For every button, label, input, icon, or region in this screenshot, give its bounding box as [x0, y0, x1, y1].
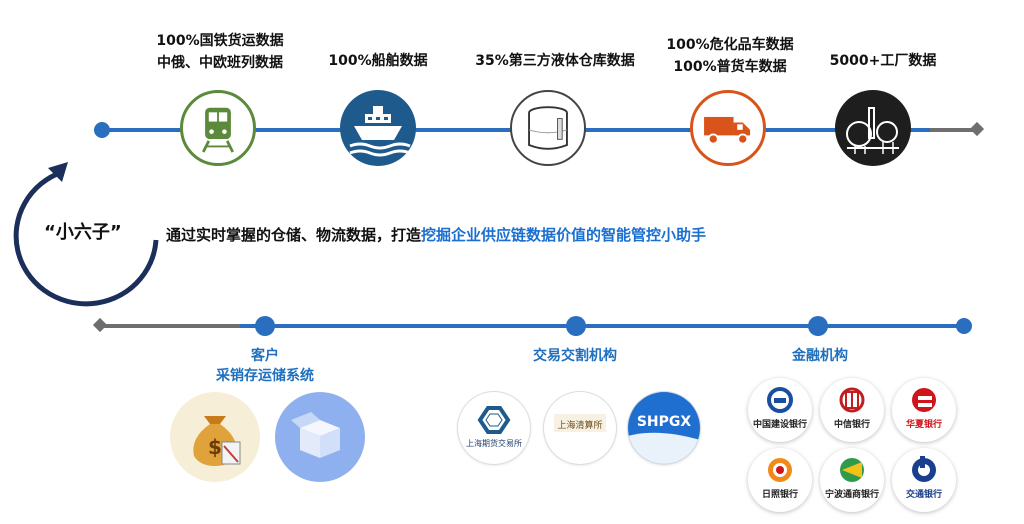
shclearing-logo: 上海清算所	[544, 392, 616, 464]
customer-subtitle: 采销存运储系统	[216, 368, 314, 384]
huaxia-icon: 华夏银行	[892, 378, 956, 442]
truck-icon	[690, 90, 766, 166]
top-label-tank: 35%第三方液体仓库数据	[460, 50, 650, 72]
bottom-end-dot	[956, 318, 972, 334]
top-line-gray	[930, 128, 975, 132]
bottom-node-customer	[255, 316, 275, 336]
truck-line-2: 100%普货车数据	[673, 59, 787, 75]
top-label-ship: 100%船舶数据	[318, 50, 438, 72]
top-start-dot	[94, 122, 110, 138]
train-icon	[180, 90, 256, 166]
slogan-highlight: 挖掘企业供应链数据价值的智能管控小助手	[421, 226, 707, 244]
center-name: “小六子”	[44, 222, 122, 243]
money-bag-icon: $	[170, 392, 260, 482]
finance-title: 金融机构	[792, 348, 848, 364]
bottom-line-gray	[100, 324, 240, 328]
ccb-icon: 中国建设银行	[748, 378, 812, 442]
bottom-line-blue	[240, 324, 964, 328]
ship-line-1: 100%船舶数据	[328, 53, 428, 69]
rail-line-2: 中俄、中欧班列数据	[157, 55, 283, 71]
tank-icon	[510, 90, 586, 166]
tank-line-1: 35%第三方液体仓库数据	[475, 53, 635, 69]
ningbo-name: 宁波通商银行	[824, 490, 879, 500]
truck-line-1: 100%危化品车数据	[666, 37, 794, 53]
huaxia-name: 华夏银行	[905, 420, 942, 430]
slogan-prefix: 通过实时掌握的仓储、物流数据，打造	[166, 226, 422, 244]
bottom-node-exchange	[566, 316, 586, 336]
bottom-node-finance	[808, 316, 828, 336]
shpgx-logo: SHPGX	[628, 392, 700, 464]
top-label-rail: 100%国铁货运数据 中俄、中欧班列数据	[140, 30, 300, 74]
rail-line-1: 100%国铁货运数据	[156, 33, 284, 49]
exchange-title: 交易交割机构	[533, 348, 617, 364]
svg-text:$: $	[208, 435, 222, 459]
ccb-name: 中国建设银行	[752, 420, 807, 430]
shclearing-logo-text: 上海清算所	[557, 421, 603, 431]
bottom-arrow-diamond	[92, 317, 108, 333]
box-icon	[275, 392, 365, 482]
category-exchange: 交易交割机构	[515, 346, 635, 366]
bocom-name: 交通银行	[905, 490, 942, 500]
customer-title: 客户	[251, 348, 279, 364]
top-label-factory: 5000+工厂数据	[818, 50, 948, 72]
rizhao-name: 日照银行	[761, 490, 798, 500]
shpgx-logo-text: SHPGX	[636, 414, 692, 430]
bocom-icon: 交通银行	[892, 448, 956, 512]
factory-line-1: 5000+工厂数据	[829, 53, 937, 69]
citic-icon: 中信银行	[820, 378, 884, 442]
category-customer: 客户 采销存运储系统	[200, 346, 330, 386]
center-slogan: 通过实时掌握的仓储、物流数据，打造挖掘企业供应链数据价值的智能管控小助手	[166, 224, 706, 245]
factory-icon	[835, 90, 911, 166]
top-label-truck: 100%危化品车数据 100%普货车数据	[655, 34, 805, 78]
citic-name: 中信银行	[833, 420, 870, 430]
cycle-arc	[13, 162, 159, 307]
top-arrow-diamond	[969, 121, 985, 137]
category-finance: 金融机构	[770, 346, 870, 366]
shfe-logo-text: 上海期货交易所	[466, 439, 522, 448]
ningbo-icon: 宁波通商银行	[820, 448, 884, 512]
shfe-logo: 上海期货交易所	[458, 392, 530, 464]
ship-icon	[340, 90, 416, 166]
rizhao-icon: 日照银行	[748, 448, 812, 512]
